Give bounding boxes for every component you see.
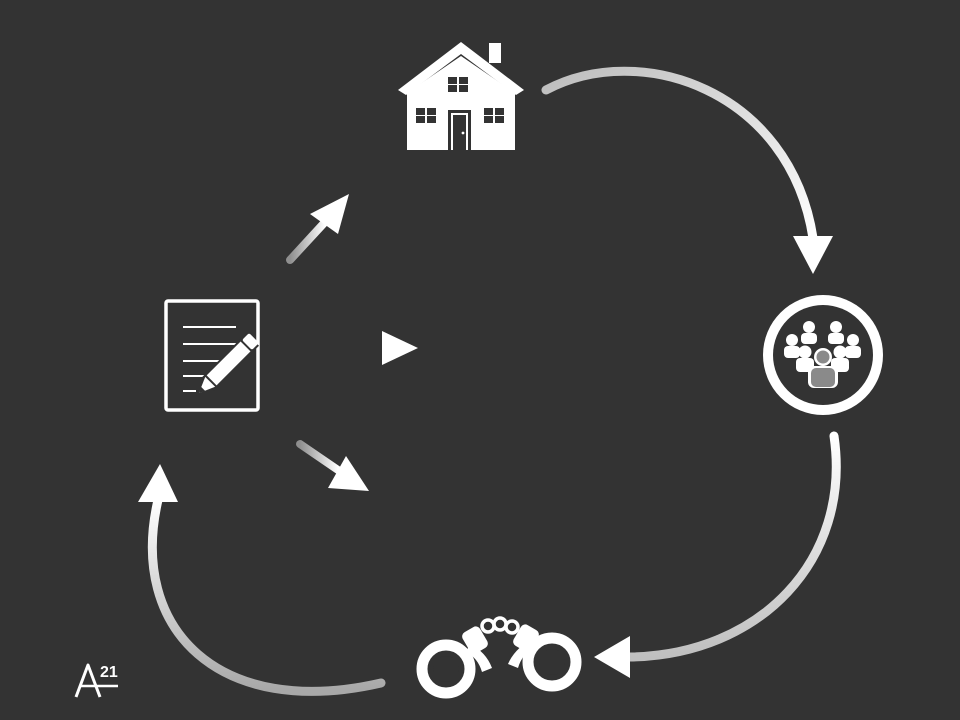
house-icon	[398, 42, 524, 150]
arrow-home-to-people	[541, 66, 833, 274]
arrow-arrest-to-document	[138, 464, 386, 696]
a21-logo	[74, 663, 118, 698]
group-people-icon	[763, 295, 883, 415]
handcuffs-icon	[416, 616, 582, 699]
arrow-document-down-right	[296, 440, 369, 491]
logo-number: 21	[100, 664, 118, 681]
arrow-people-to-arrest	[594, 431, 841, 678]
arrow-document-right	[326, 331, 418, 365]
arrow-document-up-right	[286, 194, 349, 264]
document-pencil-icon	[164, 299, 260, 412]
